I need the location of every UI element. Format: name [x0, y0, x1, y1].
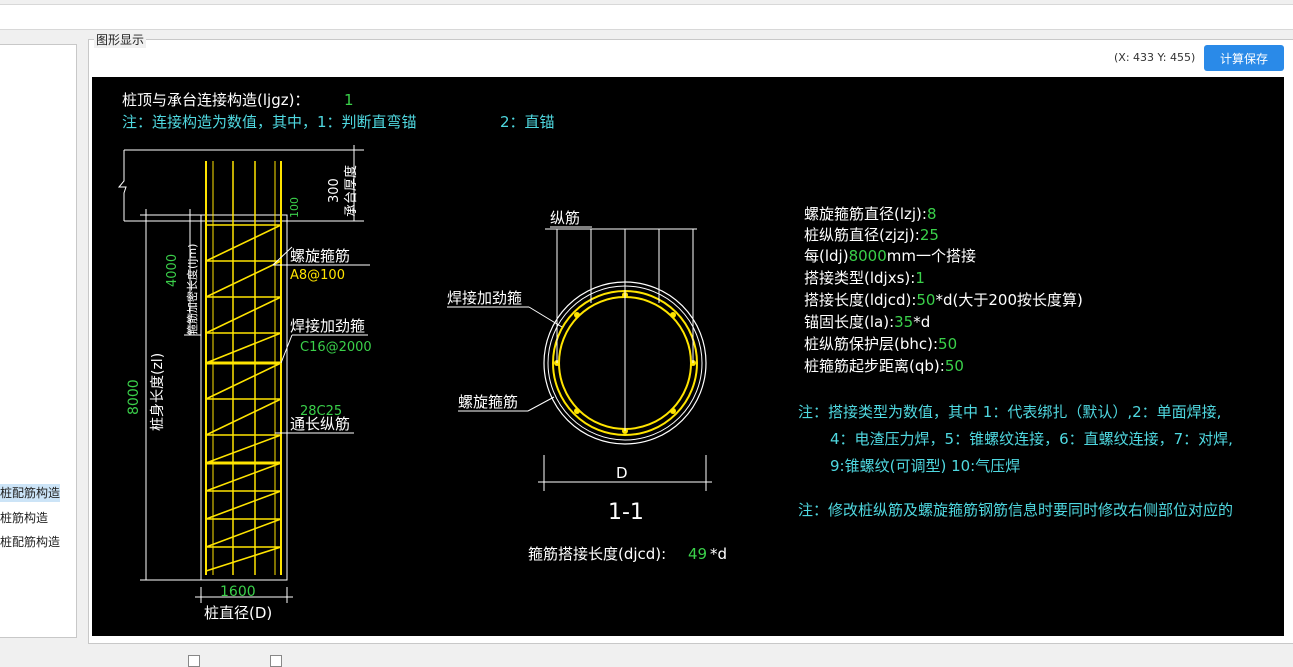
drawing-svg: 桩顶与承台连接构造(ljgz)： 1 注：连接构造为数值，其中，1：判断直弯锚 …	[117, 91, 1233, 622]
header-note-b: 2：直锚	[500, 113, 555, 131]
cursor-coordinates: (X: 433 Y: 455)	[1114, 51, 1196, 64]
calculate-save-button[interactable]: 计算保存	[1204, 45, 1284, 71]
lap-unit: *d	[710, 545, 727, 563]
note-line-3: 9:锥螺纹(可调型) 10:气压焊	[830, 457, 1020, 475]
diameter-label: 桩直径(D)	[204, 604, 272, 622]
top-toolbar-area	[0, 4, 1293, 30]
left-item-pile-rebar-2[interactable]: 桩配筋构造	[0, 535, 60, 549]
param-row: 桩纵筋保护层(bhc):50	[804, 335, 957, 353]
embed-value: 100	[288, 197, 301, 218]
notes: 注：搭接类型为数值，其中 1：代表绑扎（默认）,2：单面焊接, 4：电渣压力焊，…	[798, 403, 1233, 519]
lap-value: 49	[688, 545, 707, 563]
section-long-label: 纵筋	[550, 209, 580, 227]
pile-length-label: 桩身长度(zl)	[149, 353, 166, 431]
section-spiral-label: 螺旋箍筋	[458, 393, 518, 411]
long-spec: 28C25	[300, 404, 342, 419]
pile-length-value: 8000	[126, 379, 142, 415]
spiral-label: 螺旋箍筋	[290, 247, 350, 265]
elevation-view: 300 承台厚度 100 4000 箍筋加密长度(ljm) 8000 桩身长度(…	[117, 145, 372, 622]
cap-thickness-label: 承台厚度	[343, 165, 359, 217]
spiral-spec: A8@100	[290, 268, 345, 283]
note-line-1: 注：搭接类型为数值，其中 1：代表绑扎（默认）,2：单面焊接,	[798, 403, 1221, 421]
stiffener-label: 焊接加劲箍	[290, 317, 365, 335]
diameter-value: 1600	[220, 584, 256, 600]
param-row: 搭接长度(ldjcd):50*d(大于200按长度算)	[804, 291, 1083, 309]
left-item-pile-stirrup[interactable]: 桩筋构造	[0, 511, 49, 525]
left-item-pile-rebar[interactable]: 桩配筋构造	[0, 484, 60, 502]
group-title: 图形显示	[94, 31, 147, 48]
param-list: 螺旋箍筋直径(lzj):8 桩纵筋直径(zjzj):25 每(ldj)8000m…	[804, 205, 1083, 375]
densify-value: 4000	[165, 254, 180, 287]
param-row: 搭接类型(ldjxs):1	[804, 269, 925, 287]
cap-thickness-value: 300	[327, 178, 342, 203]
param-row: 螺旋箍筋直径(lzj):8	[804, 205, 937, 223]
section-stiffener-label: 焊接加劲箍	[447, 289, 522, 307]
param-row: 每(ldj)8000mm一个搭接	[804, 247, 976, 265]
header-value: 1	[344, 91, 354, 109]
param-row: 桩纵筋直径(zjzj):25	[804, 226, 939, 244]
section-d-label: D	[616, 464, 628, 482]
densify-label: 箍筋加密长度(ljm)	[185, 244, 199, 335]
section-title: 1-1	[608, 500, 644, 525]
bottom-checkbox[interactable]	[188, 655, 200, 667]
long-label: 通长纵筋	[290, 415, 350, 433]
section-view: 纵筋 焊接加劲箍 螺旋箍筋 D 1-1 箍筋搭接长度(djcd): 49 *d	[447, 209, 727, 563]
header-label: 桩顶与承台连接构造(ljgz)：	[122, 91, 309, 109]
param-row: 锚固长度(la):35*d	[804, 313, 930, 331]
note-line-4: 注：修改桩纵筋及螺旋箍筋钢筋信息时要同时修改右侧部位对应的	[798, 501, 1233, 519]
param-row: 桩箍筋起步距离(qb):50	[804, 357, 964, 375]
bottom-checkbox[interactable]	[270, 655, 282, 667]
left-panel	[0, 44, 77, 638]
bottom-bar	[0, 644, 1293, 658]
drawing-canvas[interactable]: 桩顶与承台连接构造(ljgz)： 1 注：连接构造为数值，其中，1：判断直弯锚 …	[92, 77, 1284, 636]
lap-label: 箍筋搭接长度(djcd):	[528, 545, 666, 563]
stiffener-spec: C16@2000	[300, 340, 372, 355]
note-line-2: 4：电渣压力焊，5：锥螺纹连接，6：直螺纹连接，7：对焊,	[830, 430, 1233, 448]
header-note: 注：连接构造为数值，其中，1：判断直弯锚	[122, 113, 417, 131]
